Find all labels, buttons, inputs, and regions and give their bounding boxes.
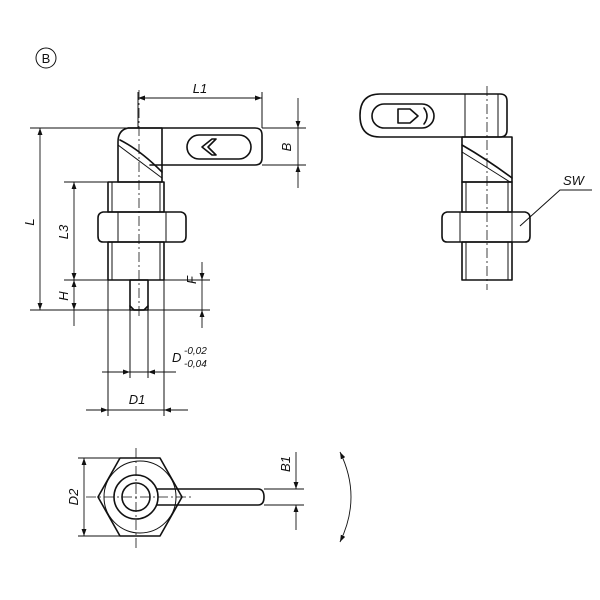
- front-dimensions: L1 B L L3 H F D -0,02: [22, 81, 306, 416]
- slot-arrow-icon: [201, 138, 217, 156]
- variant-label: B: [42, 51, 51, 66]
- side-slot-arrow-icon: [397, 108, 419, 124]
- dim-D2: D2: [66, 488, 81, 505]
- top-view: D2 B1: [66, 448, 352, 548]
- thread-lower: [107, 241, 165, 281]
- dim-D-tol-upper: -0,02: [184, 346, 207, 357]
- thread-upper: [107, 181, 165, 213]
- hex-nut: [97, 211, 187, 243]
- dim-SW: SW: [563, 173, 586, 188]
- rotation-arc-icon: [339, 451, 352, 543]
- side-handle-slot: [371, 103, 435, 129]
- dim-L1: L1: [193, 81, 207, 96]
- head-hatch: [117, 144, 163, 179]
- top-hex-nut: [97, 457, 183, 537]
- dim-L: L: [22, 218, 37, 225]
- dim-F: F: [184, 275, 199, 284]
- top-handle-stem: [149, 488, 265, 506]
- dim-D-tol-lower: -0,04: [184, 359, 207, 370]
- dim-D: D: [172, 350, 181, 365]
- variant-badge: B: [35, 47, 57, 69]
- dim-B1: B1: [278, 456, 293, 472]
- side-view: SW: [359, 86, 592, 290]
- dim-B: B: [279, 142, 294, 151]
- dim-H: H: [56, 291, 71, 301]
- dim-D1: D1: [129, 392, 146, 407]
- head-bevel: [119, 139, 163, 173]
- side-hex-nut: [441, 211, 531, 243]
- sw-leader: [519, 189, 592, 227]
- handle-slot: [186, 134, 252, 160]
- head-body: [117, 127, 163, 183]
- dim-L3: L3: [56, 224, 71, 239]
- front-view: [97, 90, 263, 318]
- handle-bar: [127, 127, 263, 166]
